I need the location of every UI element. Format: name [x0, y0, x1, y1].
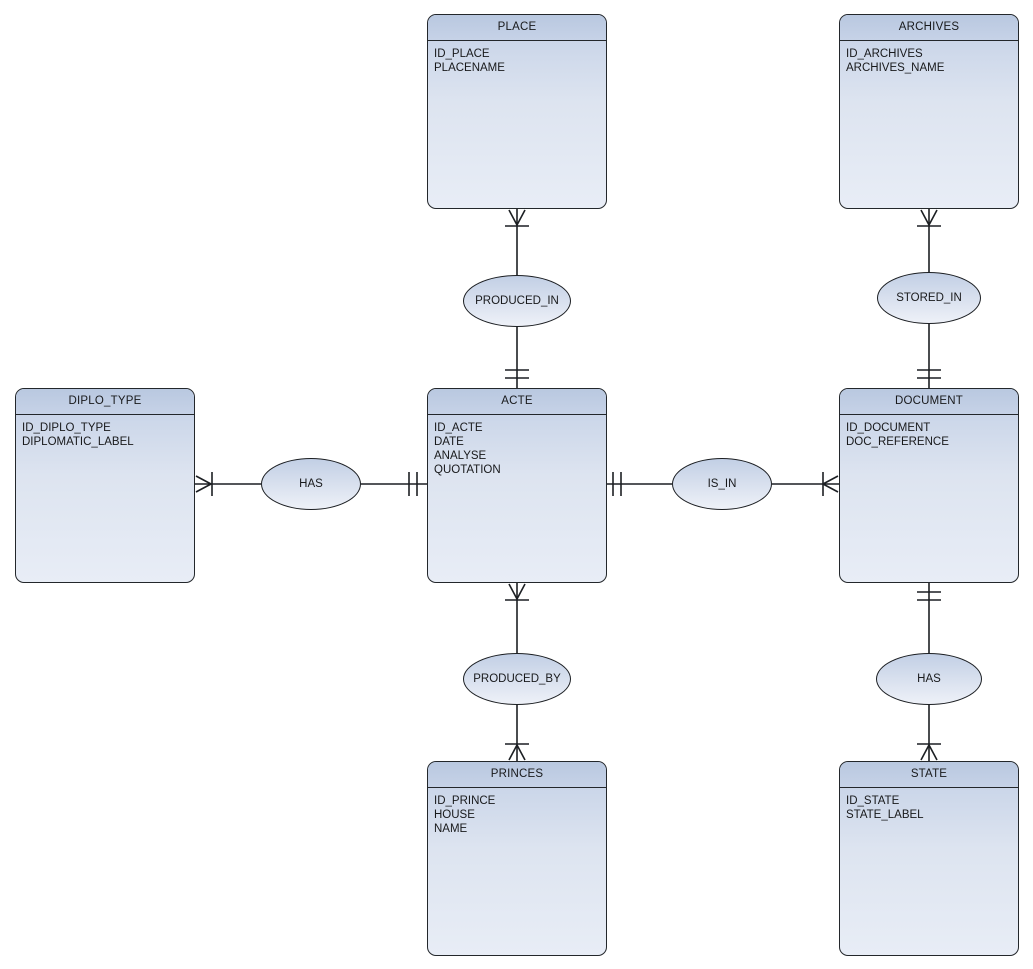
attribute: ID_DOCUMENT [846, 422, 931, 434]
relationship-is-in[interactable]: IS_IN [672, 458, 772, 510]
attribute: ARCHIVES_NAME [846, 62, 945, 74]
relationship-produced-by[interactable]: PRODUCED_BY [463, 653, 571, 705]
attribute: ANALYSE [434, 450, 487, 462]
entity-document-attributes: ID_DOCUMENT DOC_REFERENCE [840, 415, 1018, 449]
relationship-has-diplo-type[interactable]: HAS [261, 458, 361, 510]
relationship-label: IS_IN [707, 478, 737, 490]
entity-archives-title: ARCHIVES [840, 15, 1018, 41]
entity-acte-attributes: ID_ACTE DATE ANALYSE QUOTATION [428, 415, 606, 477]
attribute: QUOTATION [434, 464, 501, 476]
entity-princes[interactable]: PRINCES ID_PRINCE HOUSE NAME [427, 761, 607, 956]
attribute: HOUSE [434, 809, 475, 821]
entity-princes-attributes: ID_PRINCE HOUSE NAME [428, 788, 606, 836]
relationship-label: HAS [917, 673, 941, 685]
entity-place-attributes: ID_PLACE PLACENAME [428, 41, 606, 75]
entity-diplo-type-title: DIPLO_TYPE [16, 389, 194, 415]
attribute: ID_DIPLO_TYPE [22, 422, 111, 434]
entity-place[interactable]: PLACE ID_PLACE PLACENAME [427, 14, 607, 209]
entity-acte-title: ACTE [428, 389, 606, 415]
relationship-label: HAS [299, 478, 323, 490]
entity-document[interactable]: DOCUMENT ID_DOCUMENT DOC_REFERENCE [839, 388, 1019, 583]
entity-document-title: DOCUMENT [840, 389, 1018, 415]
attribute: PLACENAME [434, 62, 505, 74]
entity-acte[interactable]: ACTE ID_ACTE DATE ANALYSE QUOTATION [427, 388, 607, 583]
relationship-stored-in[interactable]: STORED_IN [877, 272, 981, 324]
entity-archives-attributes: ID_ARCHIVES ARCHIVES_NAME [840, 41, 1018, 75]
attribute: DIPLOMATIC_LABEL [22, 436, 134, 448]
attribute: DOC_REFERENCE [846, 436, 949, 448]
entity-diplo-type[interactable]: DIPLO_TYPE ID_DIPLO_TYPE DIPLOMATIC_LABE… [15, 388, 195, 583]
relationship-has-state[interactable]: HAS [876, 653, 982, 705]
relationship-label: PRODUCED_BY [473, 673, 561, 685]
attribute: NAME [434, 823, 468, 835]
entity-princes-title: PRINCES [428, 762, 606, 788]
attribute: ID_PLACE [434, 48, 490, 60]
entity-diplo-type-attributes: ID_DIPLO_TYPE DIPLOMATIC_LABEL [16, 415, 194, 449]
attribute: ID_ACTE [434, 422, 483, 434]
entity-archives[interactable]: ARCHIVES ID_ARCHIVES ARCHIVES_NAME [839, 14, 1019, 209]
attribute: ID_STATE [846, 795, 900, 807]
relationship-label: PRODUCED_IN [475, 295, 559, 307]
entity-state[interactable]: STATE ID_STATE STATE_LABEL [839, 761, 1019, 956]
attribute: STATE_LABEL [846, 809, 924, 821]
entity-state-title: STATE [840, 762, 1018, 788]
relationship-produced-in[interactable]: PRODUCED_IN [463, 275, 571, 327]
attribute: DATE [434, 436, 464, 448]
attribute: ID_ARCHIVES [846, 48, 923, 60]
entity-state-attributes: ID_STATE STATE_LABEL [840, 788, 1018, 822]
attribute: ID_PRINCE [434, 795, 496, 807]
relationship-label: STORED_IN [896, 292, 962, 304]
entity-place-title: PLACE [428, 15, 606, 41]
